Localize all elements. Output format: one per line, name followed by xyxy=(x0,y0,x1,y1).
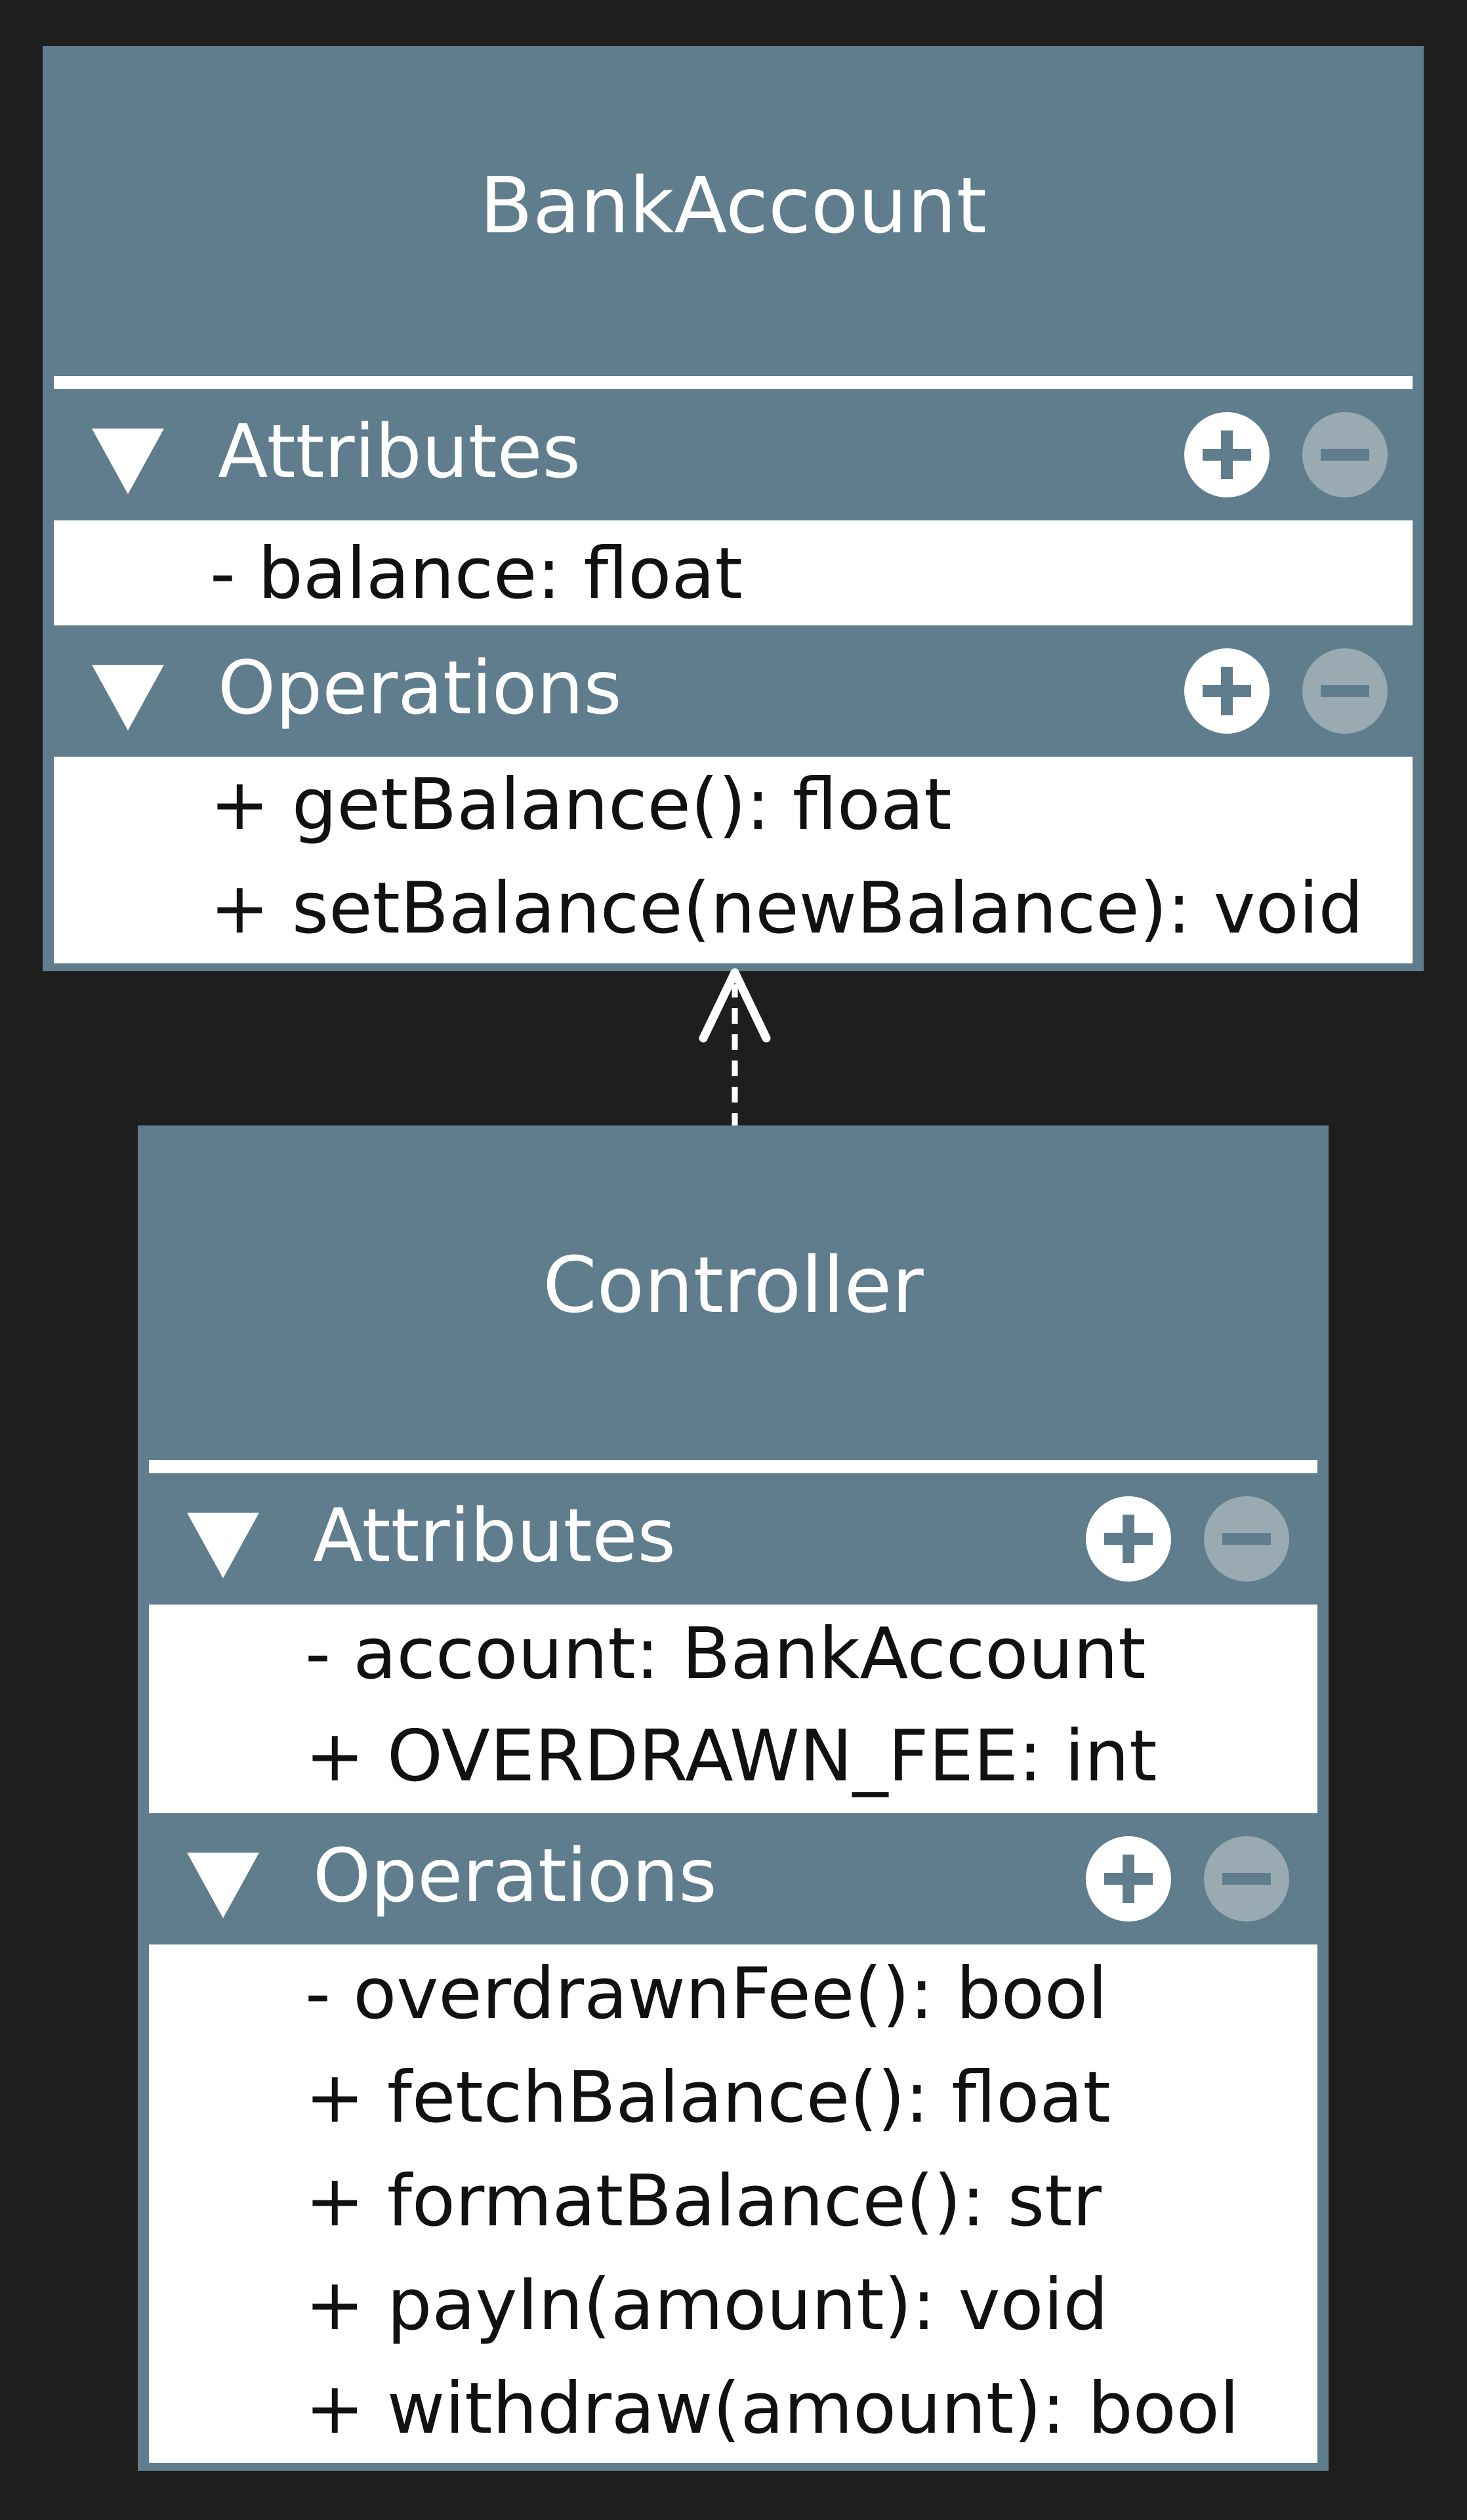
operation-item[interactable]: + withdraw(amount): bool xyxy=(305,2368,1239,2450)
remove-attribute-button[interactable] xyxy=(1204,1496,1289,1582)
dependency-arrow xyxy=(699,968,771,1129)
attribute-item[interactable]: + OVERDRAWN_FEE: int xyxy=(305,1715,1157,1797)
collapse-triangle-icon[interactable] xyxy=(187,1513,259,1578)
collapse-triangle-icon[interactable] xyxy=(92,429,164,494)
header-divider xyxy=(54,376,1413,389)
add-attribute-button[interactable] xyxy=(1184,412,1270,497)
operations-body: - overdrawnFee(): bool + fetchBalance():… xyxy=(149,1944,1317,2463)
header-divider xyxy=(149,1460,1317,1473)
attributes-body: - balance: float xyxy=(54,520,1413,625)
attributes-label: Attributes xyxy=(218,410,581,495)
attribute-item[interactable]: - account: BankAccount xyxy=(305,1613,1146,1695)
operation-item[interactable]: - overdrawnFee(): bool xyxy=(305,1953,1107,2035)
open-arrowhead-icon xyxy=(699,968,771,1043)
plus-icon-v xyxy=(1123,1515,1134,1563)
operation-item[interactable]: + formatBalance(): str xyxy=(305,2160,1102,2242)
attributes-section-header: Attributes xyxy=(141,1473,1325,1605)
operations-label: Operations xyxy=(313,1834,717,1919)
add-operation-button[interactable] xyxy=(1086,1836,1171,1922)
operations-section-header: Operations xyxy=(46,625,1420,757)
add-attribute-button[interactable] xyxy=(1086,1496,1171,1582)
plus-icon-v xyxy=(1221,430,1233,479)
attributes-label: Attributes xyxy=(313,1494,676,1579)
minus-icon xyxy=(1321,685,1369,697)
collapse-triangle-icon[interactable] xyxy=(92,665,164,730)
class-title: BankAccount xyxy=(480,159,987,251)
class-box-bankaccount[interactable]: BankAccount Attributes - balance: float … xyxy=(43,46,1424,971)
operations-body: + getBalance(): float + setBalance(newBa… xyxy=(54,757,1413,963)
plus-icon-v xyxy=(1123,1855,1134,1903)
attribute-item[interactable]: - balance: float xyxy=(210,533,743,615)
attributes-body: - account: BankAccount + OVERDRAWN_FEE: … xyxy=(149,1605,1317,1813)
plus-icon-v xyxy=(1221,667,1233,715)
add-operation-button[interactable] xyxy=(1184,648,1270,734)
remove-operation-button[interactable] xyxy=(1204,1836,1289,1922)
remove-operation-button[interactable] xyxy=(1302,648,1388,734)
operations-section-header: Operations xyxy=(141,1813,1325,1944)
remove-attribute-button[interactable] xyxy=(1302,412,1388,497)
operation-item[interactable]: + setBalance(newBalance): void xyxy=(210,868,1364,950)
operation-item[interactable]: + getBalance(): float xyxy=(210,764,952,846)
minus-icon xyxy=(1321,449,1369,461)
minus-icon xyxy=(1222,1533,1271,1545)
minus-icon xyxy=(1222,1873,1271,1885)
operation-item[interactable]: + fetchBalance(): float xyxy=(305,2057,1111,2139)
operation-item[interactable]: + payIn(amount): void xyxy=(305,2264,1109,2346)
class-title: Controller xyxy=(543,1239,924,1330)
collapse-triangle-icon[interactable] xyxy=(187,1853,259,1918)
attributes-section-header: Attributes xyxy=(46,389,1420,520)
class-box-controller[interactable]: Controller Attributes - account: BankAcc… xyxy=(138,1125,1329,2471)
operations-label: Operations xyxy=(218,646,622,731)
